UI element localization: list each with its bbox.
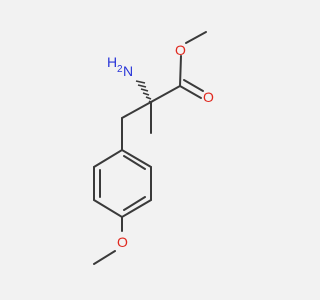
bond-carbonyl-double-2 xyxy=(183,79,204,92)
bond-carbonyl-double-1 xyxy=(179,85,202,99)
carbonyl-o-label: O xyxy=(203,89,214,105)
ether-o-label: O xyxy=(117,234,128,250)
amine-subscript: 2 xyxy=(117,64,123,75)
bond-ester-methyl xyxy=(185,31,207,44)
molecule-structure: H 2 N O O O xyxy=(0,0,300,300)
bond-carbonyl-chiral xyxy=(150,85,181,103)
ester-o-label: O xyxy=(175,42,186,58)
amine-h-label: H xyxy=(107,54,117,70)
bond-ether-methyl xyxy=(93,250,116,265)
bond-chiral-ch2 xyxy=(121,101,152,119)
amine-n-label: N xyxy=(123,63,133,79)
hashed-wedge-bond xyxy=(135,80,153,104)
ring-double-bond-1 xyxy=(123,155,146,170)
bond-ester-o-carbonyl xyxy=(179,55,182,87)
ring-double-bond-2 xyxy=(123,196,146,211)
canvas-background xyxy=(0,0,300,300)
